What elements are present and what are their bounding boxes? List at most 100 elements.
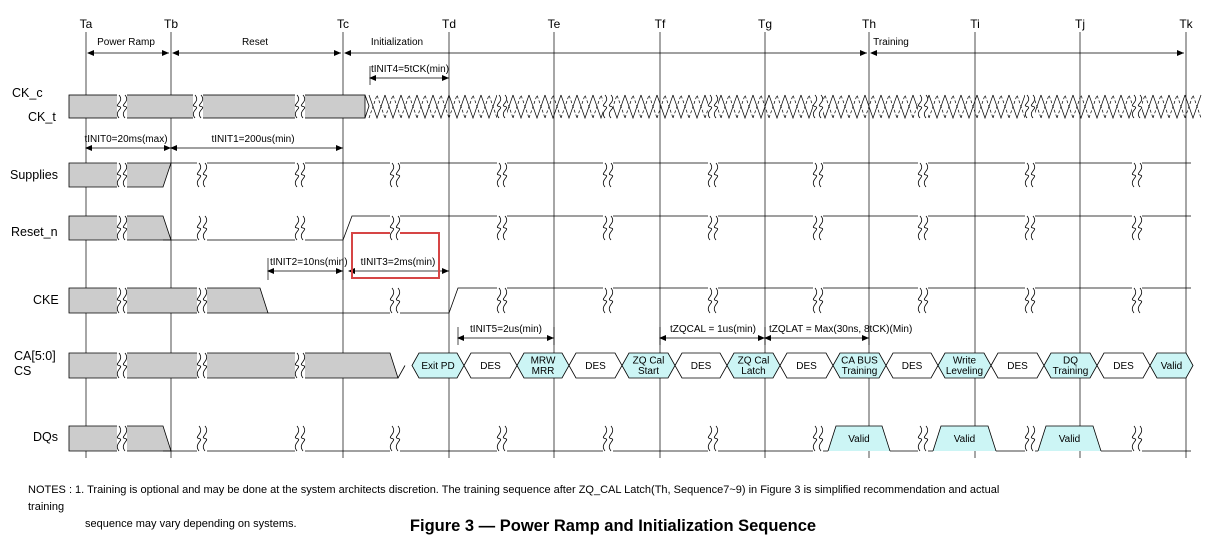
break-stroke bbox=[917, 215, 923, 241]
break-stroke bbox=[917, 162, 923, 188]
time-break-symbol bbox=[196, 352, 208, 379]
break-stroke bbox=[1137, 425, 1143, 452]
ca-edge bbox=[397, 365, 406, 379]
break-stroke bbox=[294, 352, 300, 379]
ca-command-label: Leveling bbox=[946, 366, 983, 377]
break-stroke bbox=[707, 215, 713, 241]
time-break-symbol bbox=[917, 162, 929, 188]
break-stroke bbox=[196, 352, 202, 379]
break-gap bbox=[117, 425, 127, 452]
time-break-symbol bbox=[294, 352, 306, 379]
break-stroke bbox=[196, 287, 202, 314]
ca-command-label: Start bbox=[638, 366, 659, 377]
cke-gray bbox=[68, 287, 269, 314]
break-stroke bbox=[713, 215, 719, 241]
break-gap bbox=[918, 94, 928, 119]
break-stroke bbox=[202, 352, 208, 379]
time-break-symbol bbox=[196, 215, 208, 241]
ca-command-label: DQ bbox=[1063, 356, 1078, 367]
break-stroke bbox=[122, 425, 128, 452]
ca-command-label: DES bbox=[480, 361, 501, 372]
break-stroke bbox=[300, 94, 306, 119]
break-gap bbox=[1025, 162, 1035, 188]
break-stroke bbox=[502, 215, 508, 241]
break-gap bbox=[603, 162, 613, 188]
break-stroke bbox=[122, 352, 128, 379]
break-gap bbox=[603, 215, 613, 241]
break-stroke bbox=[818, 287, 824, 314]
ca-command-label: DES bbox=[1007, 361, 1028, 372]
break-gap bbox=[295, 162, 305, 188]
break-gap bbox=[813, 94, 823, 119]
ck-c-wave bbox=[368, 93, 1202, 119]
ca-command-label: Write bbox=[953, 356, 977, 367]
time-break-symbol bbox=[1024, 287, 1036, 314]
signal-label-ck-t: CK_t bbox=[28, 110, 56, 124]
break-stroke bbox=[608, 425, 614, 452]
break-stroke bbox=[1030, 287, 1036, 314]
time-break-symbol bbox=[917, 425, 929, 452]
time-break-symbol bbox=[496, 287, 508, 314]
time-break-symbol bbox=[602, 215, 614, 241]
phase-label: Training bbox=[873, 37, 909, 48]
signal-label-reset-n: Reset_n bbox=[11, 225, 58, 239]
time-marker-tk: Tk bbox=[1179, 17, 1193, 31]
ck-t-wave bbox=[368, 94, 1202, 120]
dq-cell-label: Valid bbox=[954, 434, 976, 445]
break-stroke bbox=[923, 287, 929, 314]
signal-label-ca-line2: CS bbox=[14, 364, 31, 378]
time-break-symbol bbox=[116, 287, 128, 314]
time-break-symbol bbox=[116, 94, 128, 119]
break-stroke bbox=[707, 94, 713, 119]
break-stroke bbox=[1131, 162, 1137, 188]
break-stroke bbox=[602, 287, 608, 314]
break-stroke bbox=[608, 162, 614, 188]
time-break-symbol bbox=[602, 425, 614, 452]
break-stroke bbox=[1137, 287, 1143, 314]
break-gap bbox=[117, 162, 127, 188]
time-break-symbol bbox=[196, 162, 208, 188]
time-break-symbol bbox=[1131, 425, 1143, 452]
break-gap bbox=[295, 425, 305, 452]
break-stroke bbox=[389, 287, 395, 314]
time-break-symbol bbox=[116, 425, 128, 452]
break-stroke bbox=[707, 287, 713, 314]
break-stroke bbox=[395, 425, 401, 452]
time-break-symbol bbox=[196, 425, 208, 452]
break-gap bbox=[1025, 425, 1035, 452]
break-gap bbox=[708, 162, 718, 188]
ca-command-label: ZQ Cal bbox=[633, 356, 665, 367]
break-gap bbox=[497, 287, 507, 314]
tzqlat-label: tZQLAT = Max(30ns, 8tCK)(Min) bbox=[769, 324, 912, 335]
break-gap bbox=[603, 425, 613, 452]
time-break-symbol bbox=[917, 94, 929, 119]
break-stroke bbox=[116, 352, 122, 379]
break-stroke bbox=[923, 215, 929, 241]
break-stroke bbox=[1024, 425, 1030, 452]
break-stroke bbox=[713, 162, 719, 188]
tinit3-label: tINIT3=2ms(min) bbox=[361, 257, 436, 268]
tinit2-label: tINIT2=10ns(min) bbox=[270, 257, 348, 268]
time-break-symbol bbox=[1131, 94, 1143, 119]
time-break-symbol bbox=[294, 162, 306, 188]
ca-command-label: Training bbox=[842, 366, 878, 377]
break-gap bbox=[1132, 425, 1142, 452]
time-break-symbol bbox=[812, 94, 824, 119]
break-gap bbox=[197, 352, 207, 379]
time-marker-tj: Tj bbox=[1075, 17, 1085, 31]
break-stroke bbox=[608, 94, 614, 119]
break-stroke bbox=[917, 94, 923, 119]
break-stroke bbox=[389, 162, 395, 188]
break-stroke bbox=[196, 215, 202, 241]
notes-line-1: NOTES : 1. Training is optional and may … bbox=[28, 484, 1000, 513]
break-stroke bbox=[202, 425, 208, 452]
dq-cell-label: Valid bbox=[1059, 434, 1081, 445]
break-stroke bbox=[818, 162, 824, 188]
ca-command-label: DES bbox=[902, 361, 923, 372]
break-stroke bbox=[116, 162, 122, 188]
signal-label-ca-line1: CA[5:0] bbox=[14, 349, 56, 363]
break-stroke bbox=[602, 94, 608, 119]
break-gap bbox=[193, 94, 203, 119]
break-gap bbox=[497, 162, 507, 188]
